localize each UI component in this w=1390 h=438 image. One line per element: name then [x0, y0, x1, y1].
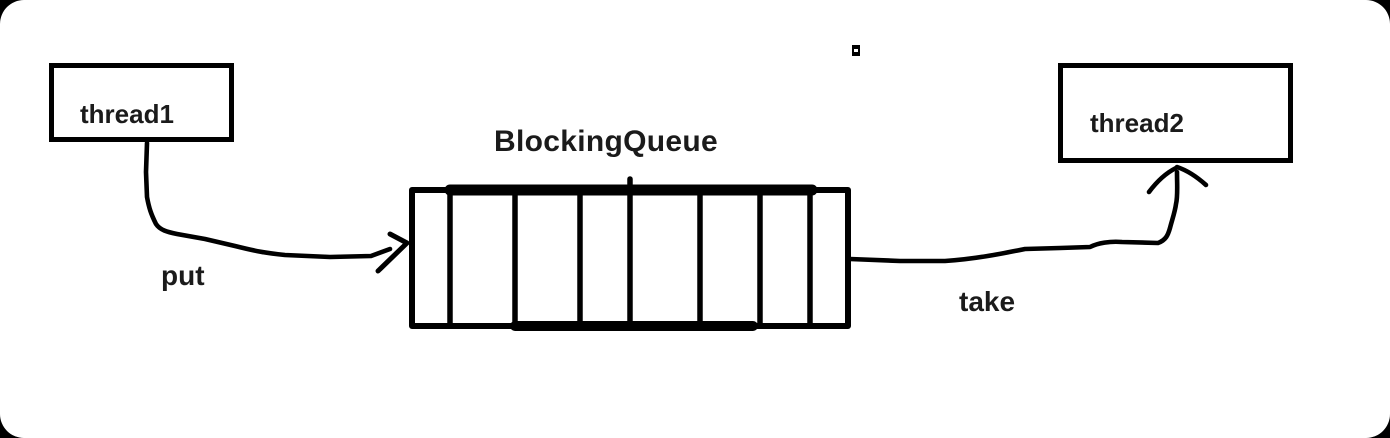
- put-arrowhead-icon: [375, 231, 410, 274]
- put-arrow-line: [143, 140, 393, 260]
- put-label: put: [161, 260, 205, 291]
- thread1-node: thread1: [49, 63, 234, 142]
- thread1-label: thread1: [80, 99, 174, 129]
- queue-cells: [447, 176, 813, 327]
- take-arrow: [847, 164, 1209, 264]
- tiny-marker-dash: [854, 49, 858, 52]
- take-label: take: [959, 286, 1016, 317]
- tiny-marker: [852, 45, 860, 56]
- thread2-node: thread2: [1058, 63, 1293, 163]
- take-arrow-line: [847, 169, 1180, 264]
- take-arrowhead-right-barb: [1174, 164, 1209, 188]
- thread2-label: thread2: [1090, 108, 1184, 138]
- take-arrowhead-left-barb: [1146, 165, 1179, 195]
- queue-shape: [409, 176, 851, 331]
- put-arrow: [143, 140, 410, 274]
- queue-title: BlockingQueue: [494, 125, 718, 158]
